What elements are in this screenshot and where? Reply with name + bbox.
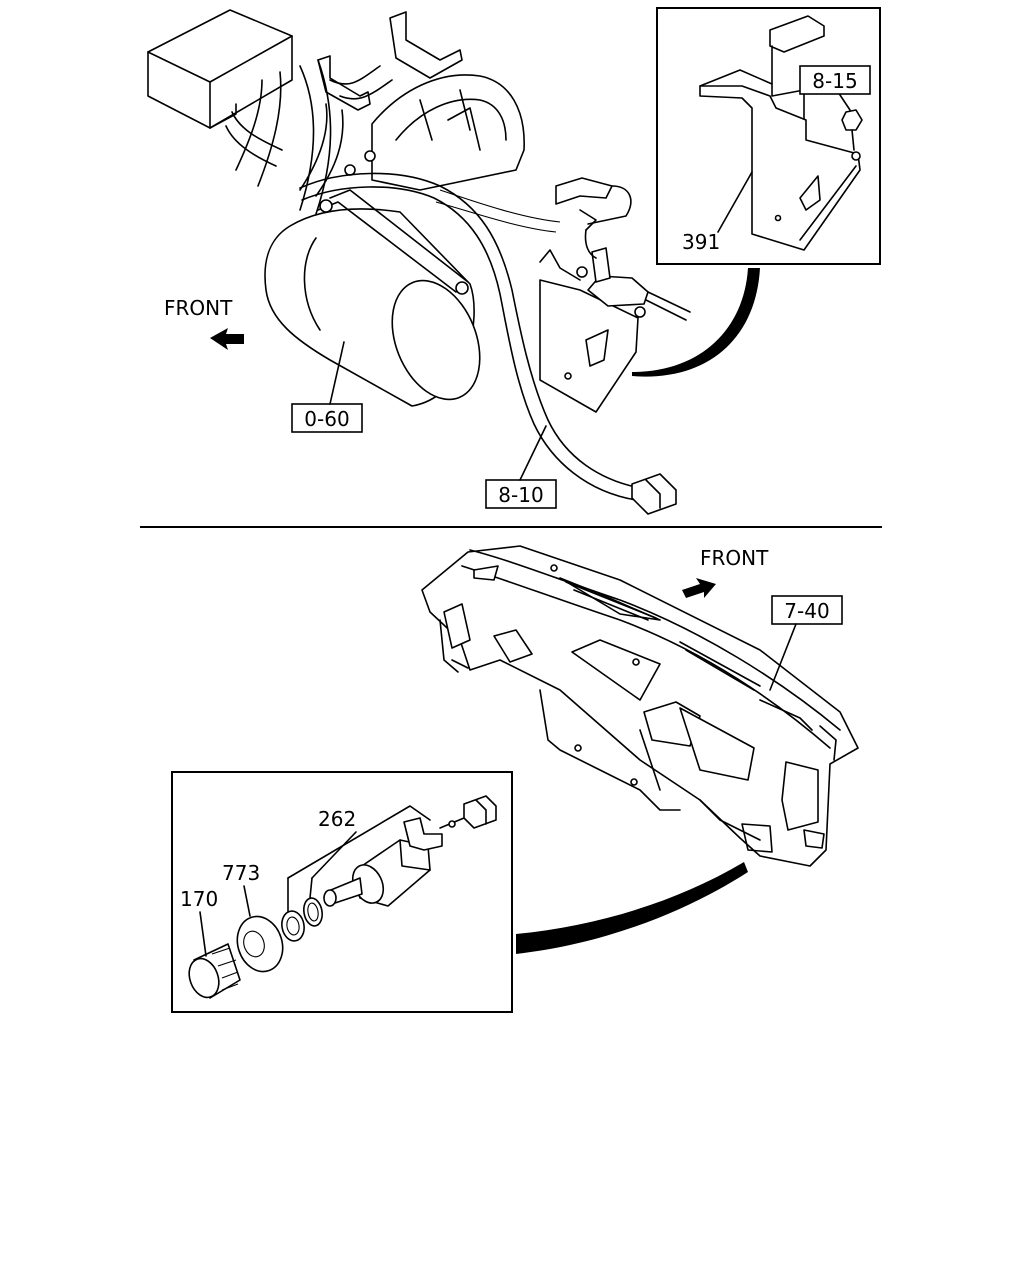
hoses bbox=[225, 59, 393, 215]
inset-leader-arc-bottom bbox=[516, 862, 748, 954]
bottom-diagram: FRONT bbox=[171, 545, 859, 1013]
callout-0-60: 0-60 bbox=[291, 341, 363, 433]
callout-washer-text: 773 bbox=[222, 861, 260, 885]
motor-assembly bbox=[264, 189, 481, 407]
front-label-top: FRONT bbox=[164, 296, 233, 320]
inset-leader-arc-top bbox=[632, 268, 760, 377]
transmission-housing bbox=[344, 74, 525, 191]
inset-bracket-detail bbox=[656, 7, 881, 265]
callout-8-15: 8-15 bbox=[799, 65, 871, 95]
callout-motor-text: 0-60 bbox=[304, 407, 349, 431]
callout-bracket-text: 391 bbox=[682, 230, 720, 254]
callout-knob-text: 170 bbox=[180, 887, 218, 911]
top-diagram: FRONT 0-60 8-10 bbox=[147, 7, 881, 515]
mount-brackets bbox=[317, 11, 463, 111]
callout-7-40: 7-40 bbox=[769, 595, 843, 691]
control-box bbox=[147, 9, 293, 129]
callout-panel-text: 7-40 bbox=[784, 599, 829, 623]
callout-harness-text: 8-10 bbox=[498, 483, 543, 507]
mounting-plate bbox=[539, 247, 691, 413]
front-arrow-bottom bbox=[682, 578, 716, 598]
inset-switch-detail bbox=[171, 771, 513, 1013]
callout-8-10: 8-10 bbox=[485, 425, 557, 509]
wiring-harness bbox=[299, 172, 641, 501]
callout-bolt-text: 8-15 bbox=[812, 69, 857, 93]
harness-connector bbox=[631, 473, 677, 515]
front-label-bottom: FRONT bbox=[700, 546, 769, 570]
front-arrow-top bbox=[210, 328, 244, 350]
sub-harness bbox=[555, 177, 632, 259]
callout-switch-text: 262 bbox=[318, 807, 356, 831]
callout-391: 391 bbox=[682, 230, 720, 254]
instrument-panel bbox=[421, 545, 859, 867]
